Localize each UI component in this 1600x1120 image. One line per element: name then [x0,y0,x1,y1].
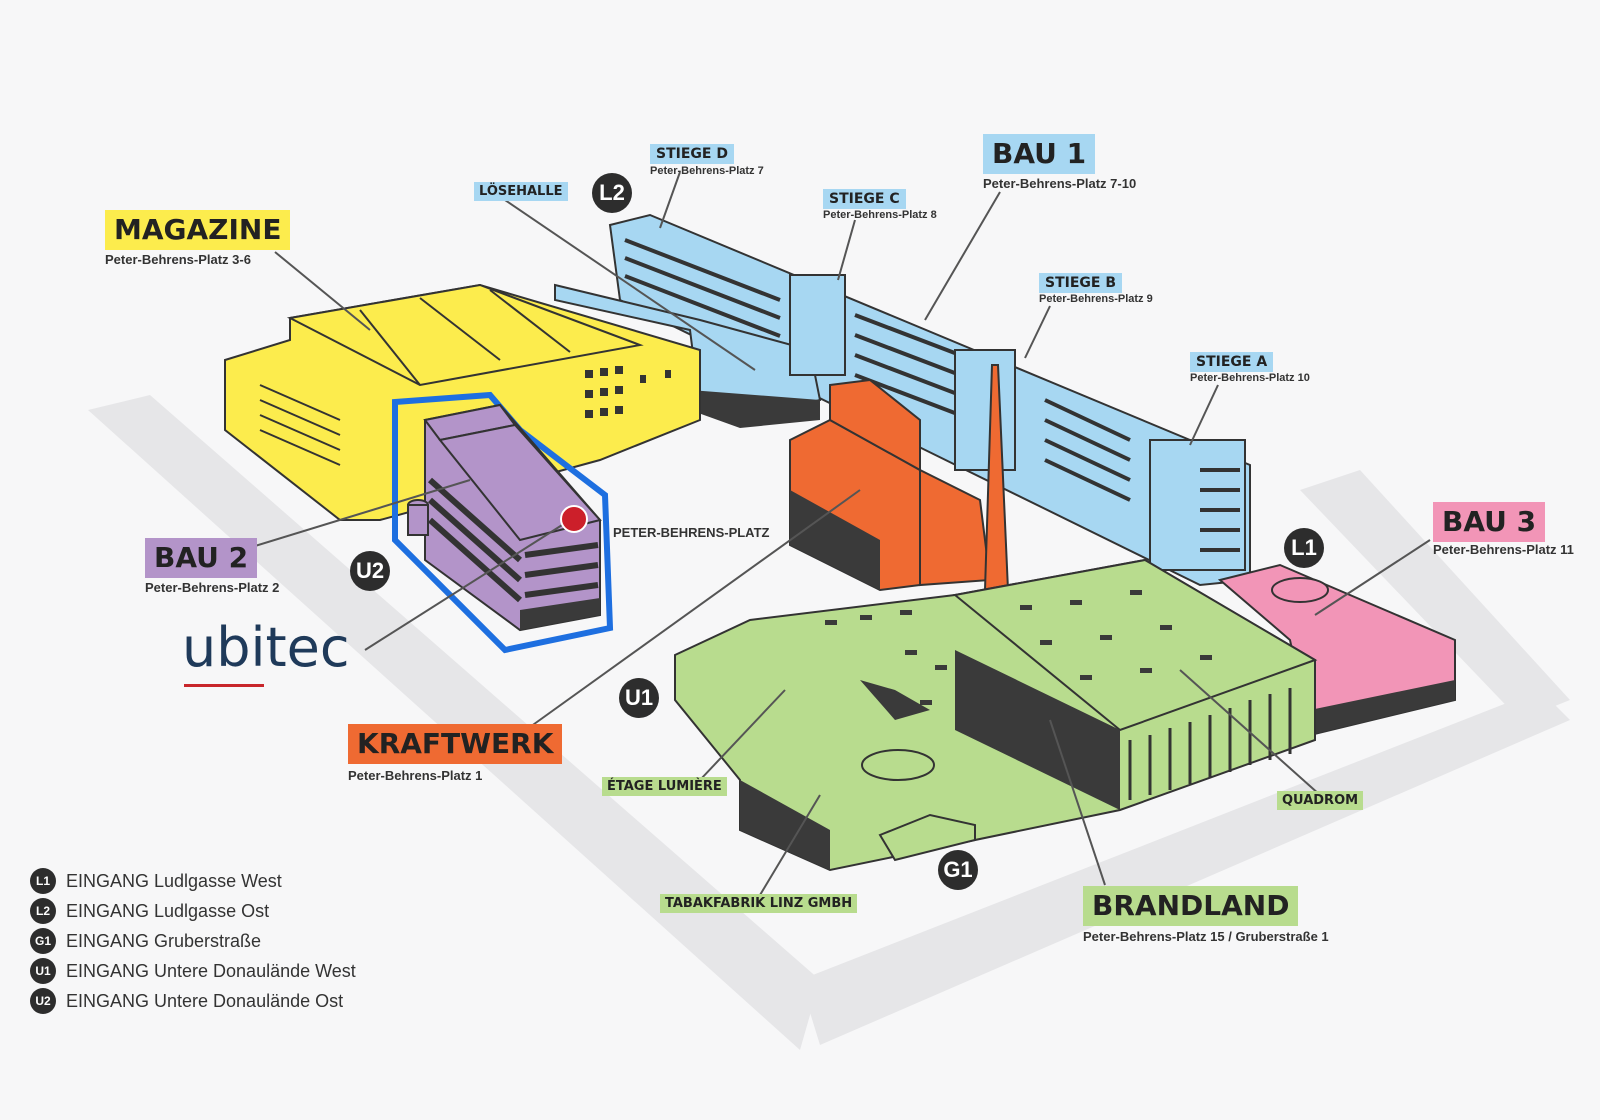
legend-text-l2: EINGANG Ludlgasse Ost [66,900,270,921]
ubitec-logo-underline [184,684,264,687]
legend-badge-g1: G1 [30,928,56,954]
brandland-building[interactable] [674,558,1318,872]
peter-behrens-platz-label: PETER-BEHRENS-PLATZ [613,525,770,540]
stiege-b-address: Peter-Behrens-Platz 9 [1039,293,1153,305]
bau1-label[interactable]: BAU 1 [983,134,1096,174]
entrance-u1-badge[interactable]: U1 [619,678,659,718]
entrance-g1-badge[interactable]: G1 [938,850,978,890]
legend-row-u1: U1 EINGANG Untere Donaulände West [30,956,356,986]
bau2-label[interactable]: BAU 2 [145,538,258,578]
bau2-highlight-outline [392,391,614,654]
brandland-label[interactable]: BRANDLAND [1083,886,1299,926]
etage-lumiere-label[interactable]: ÉTAGE LUMIÈRE [602,777,727,796]
bau3-building[interactable] [1217,563,1456,737]
legend-badge-l2: L2 [30,898,56,924]
legend-row-l1: L1 EINGANG Ludlgasse West [30,866,356,896]
ground-shadow [88,395,1570,1050]
ubitec-logo: ubitec [182,616,350,679]
legend-row-u2: U2 EINGANG Untere Donaulände Ost [30,986,356,1016]
entrance-l1-badge[interactable]: L1 [1284,528,1324,568]
brandland-address: Peter-Behrens-Platz 15 / Gruberstraße 1 [1083,929,1329,944]
stiege-c-label[interactable]: STIEGE C [823,189,906,209]
entrance-u2-badge[interactable]: U2 [350,551,390,591]
bau2-building[interactable] [392,391,614,654]
location-marker[interactable] [560,505,588,533]
stiege-a-label[interactable]: STIEGE A [1190,352,1274,372]
legend-badge-l1: L1 [30,868,56,894]
legend-badge-u2: U2 [30,988,56,1014]
legend-badge-u1: U1 [30,958,56,984]
stiege-d-label[interactable]: STIEGE D [650,144,734,164]
entrance-l2-badge[interactable]: L2 [592,173,632,213]
kraftwerk-label[interactable]: KRAFTWERK [348,724,563,764]
stiege-b-label[interactable]: STIEGE B [1039,273,1123,293]
bau3-label[interactable]: BAU 3 [1433,502,1546,542]
magazine-address: Peter-Behrens-Platz 3-6 [105,252,251,267]
entrance-legend: L1 EINGANG Ludlgasse West L2 EINGANG Lud… [30,866,356,1016]
stiege-c-address: Peter-Behrens-Platz 8 [823,209,937,221]
loesehalle-label[interactable]: LÖSEHALLE [474,182,568,201]
legend-text-u1: EINGANG Untere Donaulände West [66,960,356,981]
legend-row-g1: G1 EINGANG Gruberstraße [30,926,356,956]
kraftwerk-building[interactable] [789,364,1010,592]
stiege-a-address: Peter-Behrens-Platz 10 [1190,372,1310,384]
bau1-address: Peter-Behrens-Platz 7-10 [983,176,1137,191]
bau2-address: Peter-Behrens-Platz 2 [145,580,280,595]
legend-row-l2: L2 EINGANG Ludlgasse Ost [30,896,356,926]
legend-text-g1: EINGANG Gruberstraße [66,930,262,951]
quadrom-label[interactable]: QUADROM [1277,791,1364,810]
bau1-building[interactable] [554,213,1251,587]
legend-text-u2: EINGANG Untere Donaulände Ost [66,990,344,1011]
kraftwerk-address: Peter-Behrens-Platz 1 [348,768,483,783]
legend-text-l1: EINGANG Ludlgasse West [66,870,282,891]
bau3-address: Peter-Behrens-Platz 11 [1433,542,1574,557]
magazine-label[interactable]: MAGAZINE [105,210,291,250]
tabakfabrik-label[interactable]: TABAKFABRIK LINZ GMBH [660,894,858,913]
leader-lines [241,171,1431,896]
magazine-building[interactable] [224,283,701,521]
stiege-d-address: Peter-Behrens-Platz 7 [650,165,764,177]
